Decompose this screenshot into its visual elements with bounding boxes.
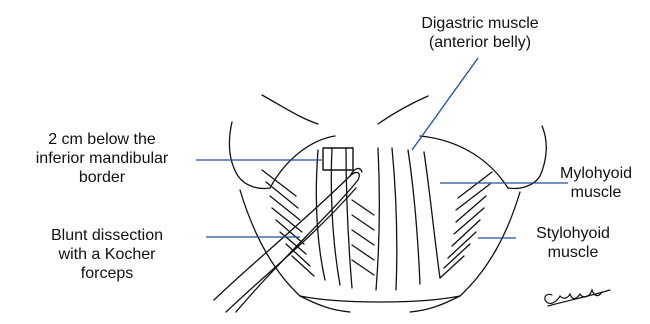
mandible-left-outline [262, 95, 318, 124]
field-bottom [300, 296, 460, 302]
label-digastric-muscle: Digastric muscle (anterior belly) [380, 14, 580, 52]
leader-digastric [412, 58, 478, 150]
label-mandibular-border: 2 cm below the inferior mandibular borde… [8, 130, 196, 187]
artist-signature [545, 290, 610, 306]
chin-right-outline [508, 126, 546, 189]
label-blunt-line1: Blunt dissection [8, 226, 206, 245]
label-blunt-line3: forceps [8, 264, 206, 283]
label-digastric-line2: (anterior belly) [380, 33, 580, 52]
label-blunt-line2: with a Kocher [8, 245, 206, 264]
label-stylohyoid-line1: Stylohyoid [518, 224, 628, 243]
label-mylohyoid-line2: muscle [546, 183, 646, 202]
label-mylohyoid-muscle: Mylohyoid muscle [546, 164, 646, 202]
label-digastric-line1: Digastric muscle [380, 14, 580, 33]
label-mandibular-line3: border [8, 168, 196, 187]
label-mandibular-line1: 2 cm below the [8, 130, 196, 149]
label-stylohyoid-muscle: Stylohyoid muscle [518, 224, 628, 262]
chin-left-outline [230, 122, 270, 189]
label-stylohyoid-line2: muscle [518, 243, 628, 262]
incision-marker [323, 148, 353, 170]
label-blunt-dissection: Blunt dissection with a Kocher forceps [8, 226, 206, 283]
mandible-right-outline [378, 96, 428, 124]
label-mylohyoid-line1: Mylohyoid [546, 164, 646, 183]
field-outline-right [410, 192, 520, 312]
kocher-forceps-upper [214, 173, 359, 312]
label-mandibular-line2: inferior mandibular [8, 149, 196, 168]
